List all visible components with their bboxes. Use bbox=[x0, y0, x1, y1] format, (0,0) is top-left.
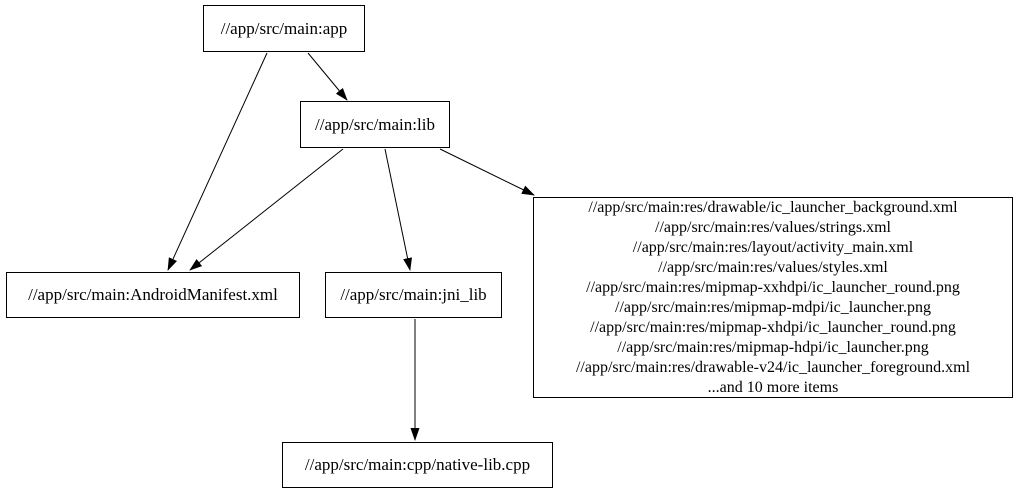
res-group-line: ...and 10 more items bbox=[707, 378, 839, 396]
graph-node-app: //app/src/main:app bbox=[203, 5, 365, 52]
res-group-line: //app/src/main:res/drawable/ic_launcher_… bbox=[588, 198, 958, 216]
edge-app-to-lib bbox=[307, 52, 348, 101]
graph-node-jni-lib: //app/src/main:jni_lib bbox=[325, 272, 502, 318]
res-group-line: //app/src/main:res/values/styles.xml bbox=[658, 258, 888, 276]
graph-node-lib: //app/src/main:lib bbox=[300, 101, 450, 148]
edge-lib-to-res-group bbox=[439, 148, 535, 196]
res-group-line: //app/src/main:res/mipmap-mdpi/ic_launch… bbox=[615, 298, 931, 316]
res-group-line: //app/src/main:res/drawable-v24/ic_launc… bbox=[575, 358, 971, 376]
edge-lib-to-jni-lib bbox=[384, 148, 412, 271]
res-group-line: //app/src/main:res/values/strings.xml bbox=[655, 218, 891, 236]
res-group-line: //app/src/main:res/mipmap-hdpi/ic_launch… bbox=[617, 338, 929, 356]
res-group-line: //app/src/main:res/layout/activity_main.… bbox=[632, 238, 914, 256]
graph-node-native-lib-cpp: //app/src/main:cpp/native-lib.cpp bbox=[282, 442, 553, 488]
edge-app-to-manifest bbox=[167, 52, 268, 271]
graph-node-res-group: //app/src/main:res/drawable/ic_launcher_… bbox=[533, 197, 1013, 398]
res-group-line: //app/src/main:res/mipmap-xhdpi/ic_launc… bbox=[590, 318, 956, 336]
graph-node-android-manifest: //app/src/main:AndroidManifest.xml bbox=[6, 272, 300, 318]
edge-lib-to-manifest bbox=[189, 148, 344, 271]
res-group-line: //app/src/main:res/mipmap-xxhdpi/ic_laun… bbox=[586, 278, 960, 296]
